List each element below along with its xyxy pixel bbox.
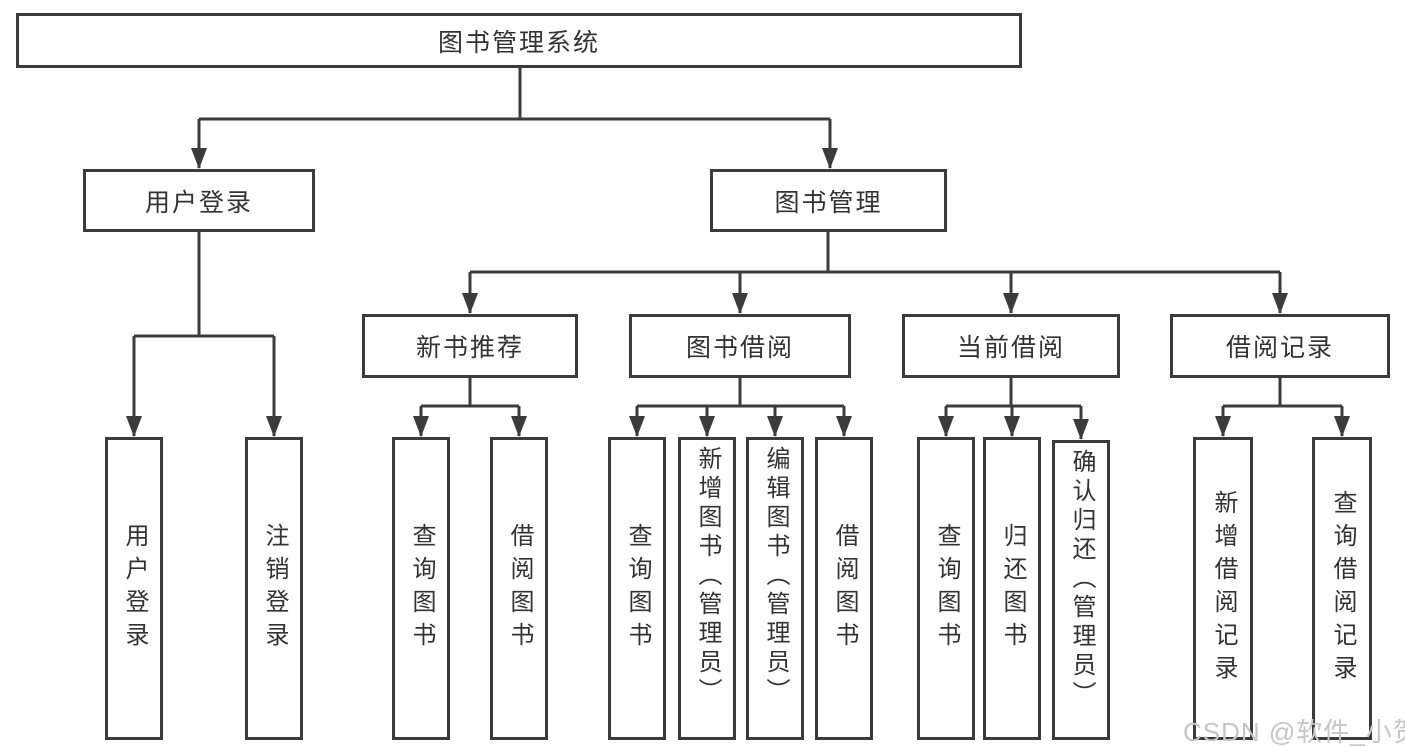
leaf-edit-book-admin: 编辑图书（管理员）: [746, 437, 804, 740]
node-root-label: 图书管理系统: [437, 28, 600, 57]
leaf-query-borrow-record: 查询借阅记录: [1312, 437, 1372, 740]
leaf-user-login-label: 用户登录: [121, 522, 148, 655]
leaf-return-book-label: 归还图书: [999, 522, 1026, 655]
leaf-current-query-book-label: 查询图书: [933, 522, 960, 655]
leaf-borrow-borrow-book: 借阅图书: [815, 437, 873, 740]
leaf-newbook-borrow-book-label: 借阅图书: [506, 522, 533, 655]
leaf-add-book-admin: 新增图书（管理员）: [678, 437, 736, 740]
leaf-confirm-return-admin-label: 确认归还（管理员）: [1068, 449, 1095, 710]
node-book-management-label: 图书管理: [774, 188, 883, 217]
leaf-newbook-query-book-label: 查询图书: [408, 522, 435, 655]
node-new-book-recommend-label: 新书推荐: [415, 334, 524, 362]
node-current-borrowing: 当前借阅: [902, 314, 1120, 378]
leaf-return-book: 归还图书: [983, 437, 1041, 740]
csdn-watermark: CSDN @软件_小贺同学: [1183, 717, 1405, 747]
leaf-logout-label: 注销登录: [261, 522, 288, 655]
leaf-logout: 注销登录: [245, 437, 303, 740]
leaf-confirm-return-admin: 确认归还（管理员）: [1052, 440, 1110, 740]
leaf-add-book-admin-label: 新增图书（管理员）: [694, 446, 721, 707]
node-book-management: 图书管理: [710, 169, 947, 232]
leaf-newbook-borrow-book: 借阅图书: [490, 437, 548, 740]
node-borrowing-records: 借阅记录: [1170, 314, 1390, 378]
leaf-newbook-query-book: 查询图书: [392, 437, 450, 740]
leaf-borrow-query-book: 查询图书: [608, 437, 666, 740]
node-user-login-label: 用户登录: [144, 188, 253, 217]
node-book-borrowing: 图书借阅: [629, 314, 851, 378]
leaf-add-borrow-record-label: 新增借阅记录: [1210, 489, 1237, 688]
leaf-user-login: 用户登录: [105, 437, 163, 740]
leaf-borrow-query-book-label: 查询图书: [624, 522, 651, 655]
node-borrowing-records-label: 借阅记录: [1225, 334, 1334, 362]
leaf-add-borrow-record: 新增借阅记录: [1193, 437, 1253, 740]
leaf-edit-book-admin-label: 编辑图书（管理员）: [762, 446, 789, 707]
node-user-login: 用户登录: [83, 169, 315, 232]
leaf-query-borrow-record-label: 查询借阅记录: [1329, 489, 1356, 688]
node-book-borrowing-label: 图书借阅: [685, 334, 794, 362]
leaf-current-query-book: 查询图书: [917, 437, 975, 740]
leaf-borrow-borrow-book-label: 借阅图书: [831, 522, 858, 655]
node-new-book-recommend: 新书推荐: [362, 314, 578, 378]
node-root: 图书管理系统: [16, 13, 1022, 68]
node-current-borrowing-label: 当前借阅: [956, 334, 1065, 362]
